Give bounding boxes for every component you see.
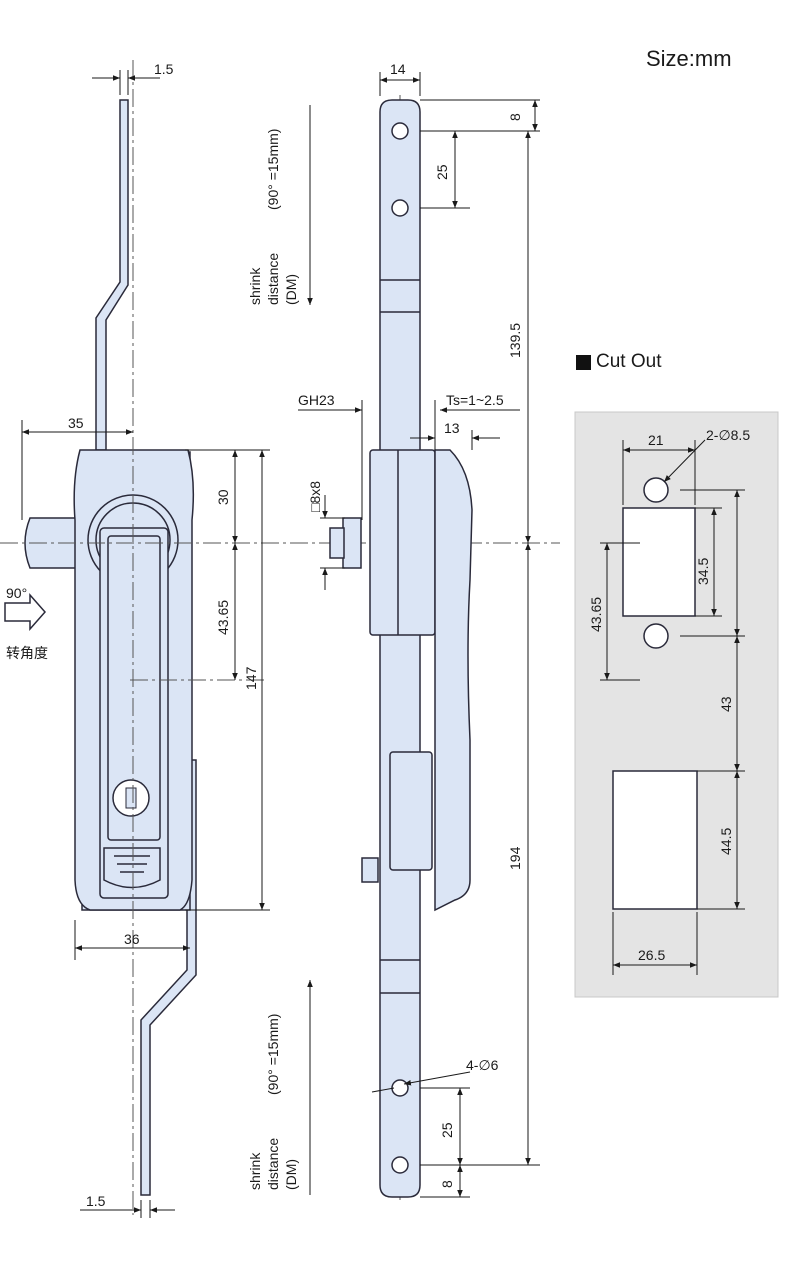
shrink-bottom-line2: distance [265,1138,281,1190]
cutout-title-text: Cut Out [596,351,662,372]
shrink-top-line4: (DM) [283,274,299,305]
dim-ts: Ts=1~2.5 [446,392,504,408]
rotate-note: 转角度 [6,645,48,661]
dim-cutout-hole-pitch: 43.65 [588,597,604,632]
dim-lower-length: 194 [507,846,523,870]
shrink-top-line3: shrink [247,267,263,305]
rod-square-shaft [342,517,362,569]
rotate-arrow-icon [4,593,47,631]
rod-handle-profile [434,449,473,912]
dim-offset: 13 [444,420,460,436]
grip-plate [103,847,161,889]
left-dims [21,70,270,1218]
cutout-slot-upper [622,507,696,617]
front-handle-inner [107,535,161,841]
size-unit-label: Size:mm [646,46,732,71]
dim-handle-pitch: 43.65 [215,600,231,635]
cutout-title: Cut Out [576,351,661,373]
dim-top-section: 30 [215,489,231,505]
rod-hole-top-1 [391,122,409,140]
cutout-panel [574,411,779,998]
dim-cutout-lower-height: 44.5 [718,828,734,855]
dim-square-shaft: □8x8 [307,481,323,512]
dim-cutout-holes: 2-∅8.5 [706,427,750,443]
dim-cutout-slot-height: 34.5 [695,558,711,585]
rod-lower [379,629,421,1198]
rod-hole-top-2 [391,199,409,217]
shrink-bottom: (90° =15mm) distance shrink (DM) [247,980,313,1195]
cutout-hole-bottom [643,623,669,649]
dim-cutout-gap: 43 [718,696,734,712]
rod-view [329,99,473,1198]
cutout-slot-lower [612,770,698,910]
cutout-hole-top [643,477,669,503]
dim-gh: GH23 [298,392,335,408]
dim-cutout-width-top: 21 [648,432,664,448]
rod-lower-block [389,751,433,871]
rod-upper [379,99,421,453]
dim-end-margin-top: 8 [507,113,523,121]
shrink-bottom-line3: shrink [247,1152,263,1190]
rod-bolt [361,857,379,883]
dim-holes: 4-∅6 [466,1057,499,1073]
dim-offset-top: 35 [68,415,84,431]
rod-nut [329,527,345,559]
shrink-bottom-line4: (DM) [283,1159,299,1190]
cutout-dims [600,439,745,975]
rotate-partial-label: 90° [6,585,27,601]
side-rod-top [95,99,129,451]
dim-offset-bottom: 36 [124,931,140,947]
dim-hole-pitch-bottom: 25 [439,1122,455,1138]
shrink-bottom-line1: (90° =15mm) [265,1014,281,1095]
dim-hole-pitch-top: 25 [434,164,450,180]
rod-housing [369,449,436,636]
rod-hole-bottom-2 [391,1156,409,1174]
rod-hole-bottom-1 [391,1079,409,1097]
dim-bottom-thickness: 1.5 [86,1193,106,1209]
dim-rod-width: 14 [390,61,406,77]
shrink-top-line2: distance [265,253,281,305]
dim-upper-length: 139.5 [507,323,523,358]
dim-end-margin-bottom: 8 [439,1180,455,1188]
grip-lines-icon [114,855,150,873]
keyhole-icon [125,787,137,809]
black-square-icon [576,354,591,370]
shrink-top: (90° =15mm) distance shrink (DM) [247,105,313,305]
dim-body-length: 147 [243,666,259,690]
shrink-top-line1: (90° =15mm) [265,129,281,210]
dim-cutout-lower-width: 26.5 [638,947,665,963]
rod-dims [298,72,540,1198]
dim-rod-thickness: 1.5 [154,61,174,77]
